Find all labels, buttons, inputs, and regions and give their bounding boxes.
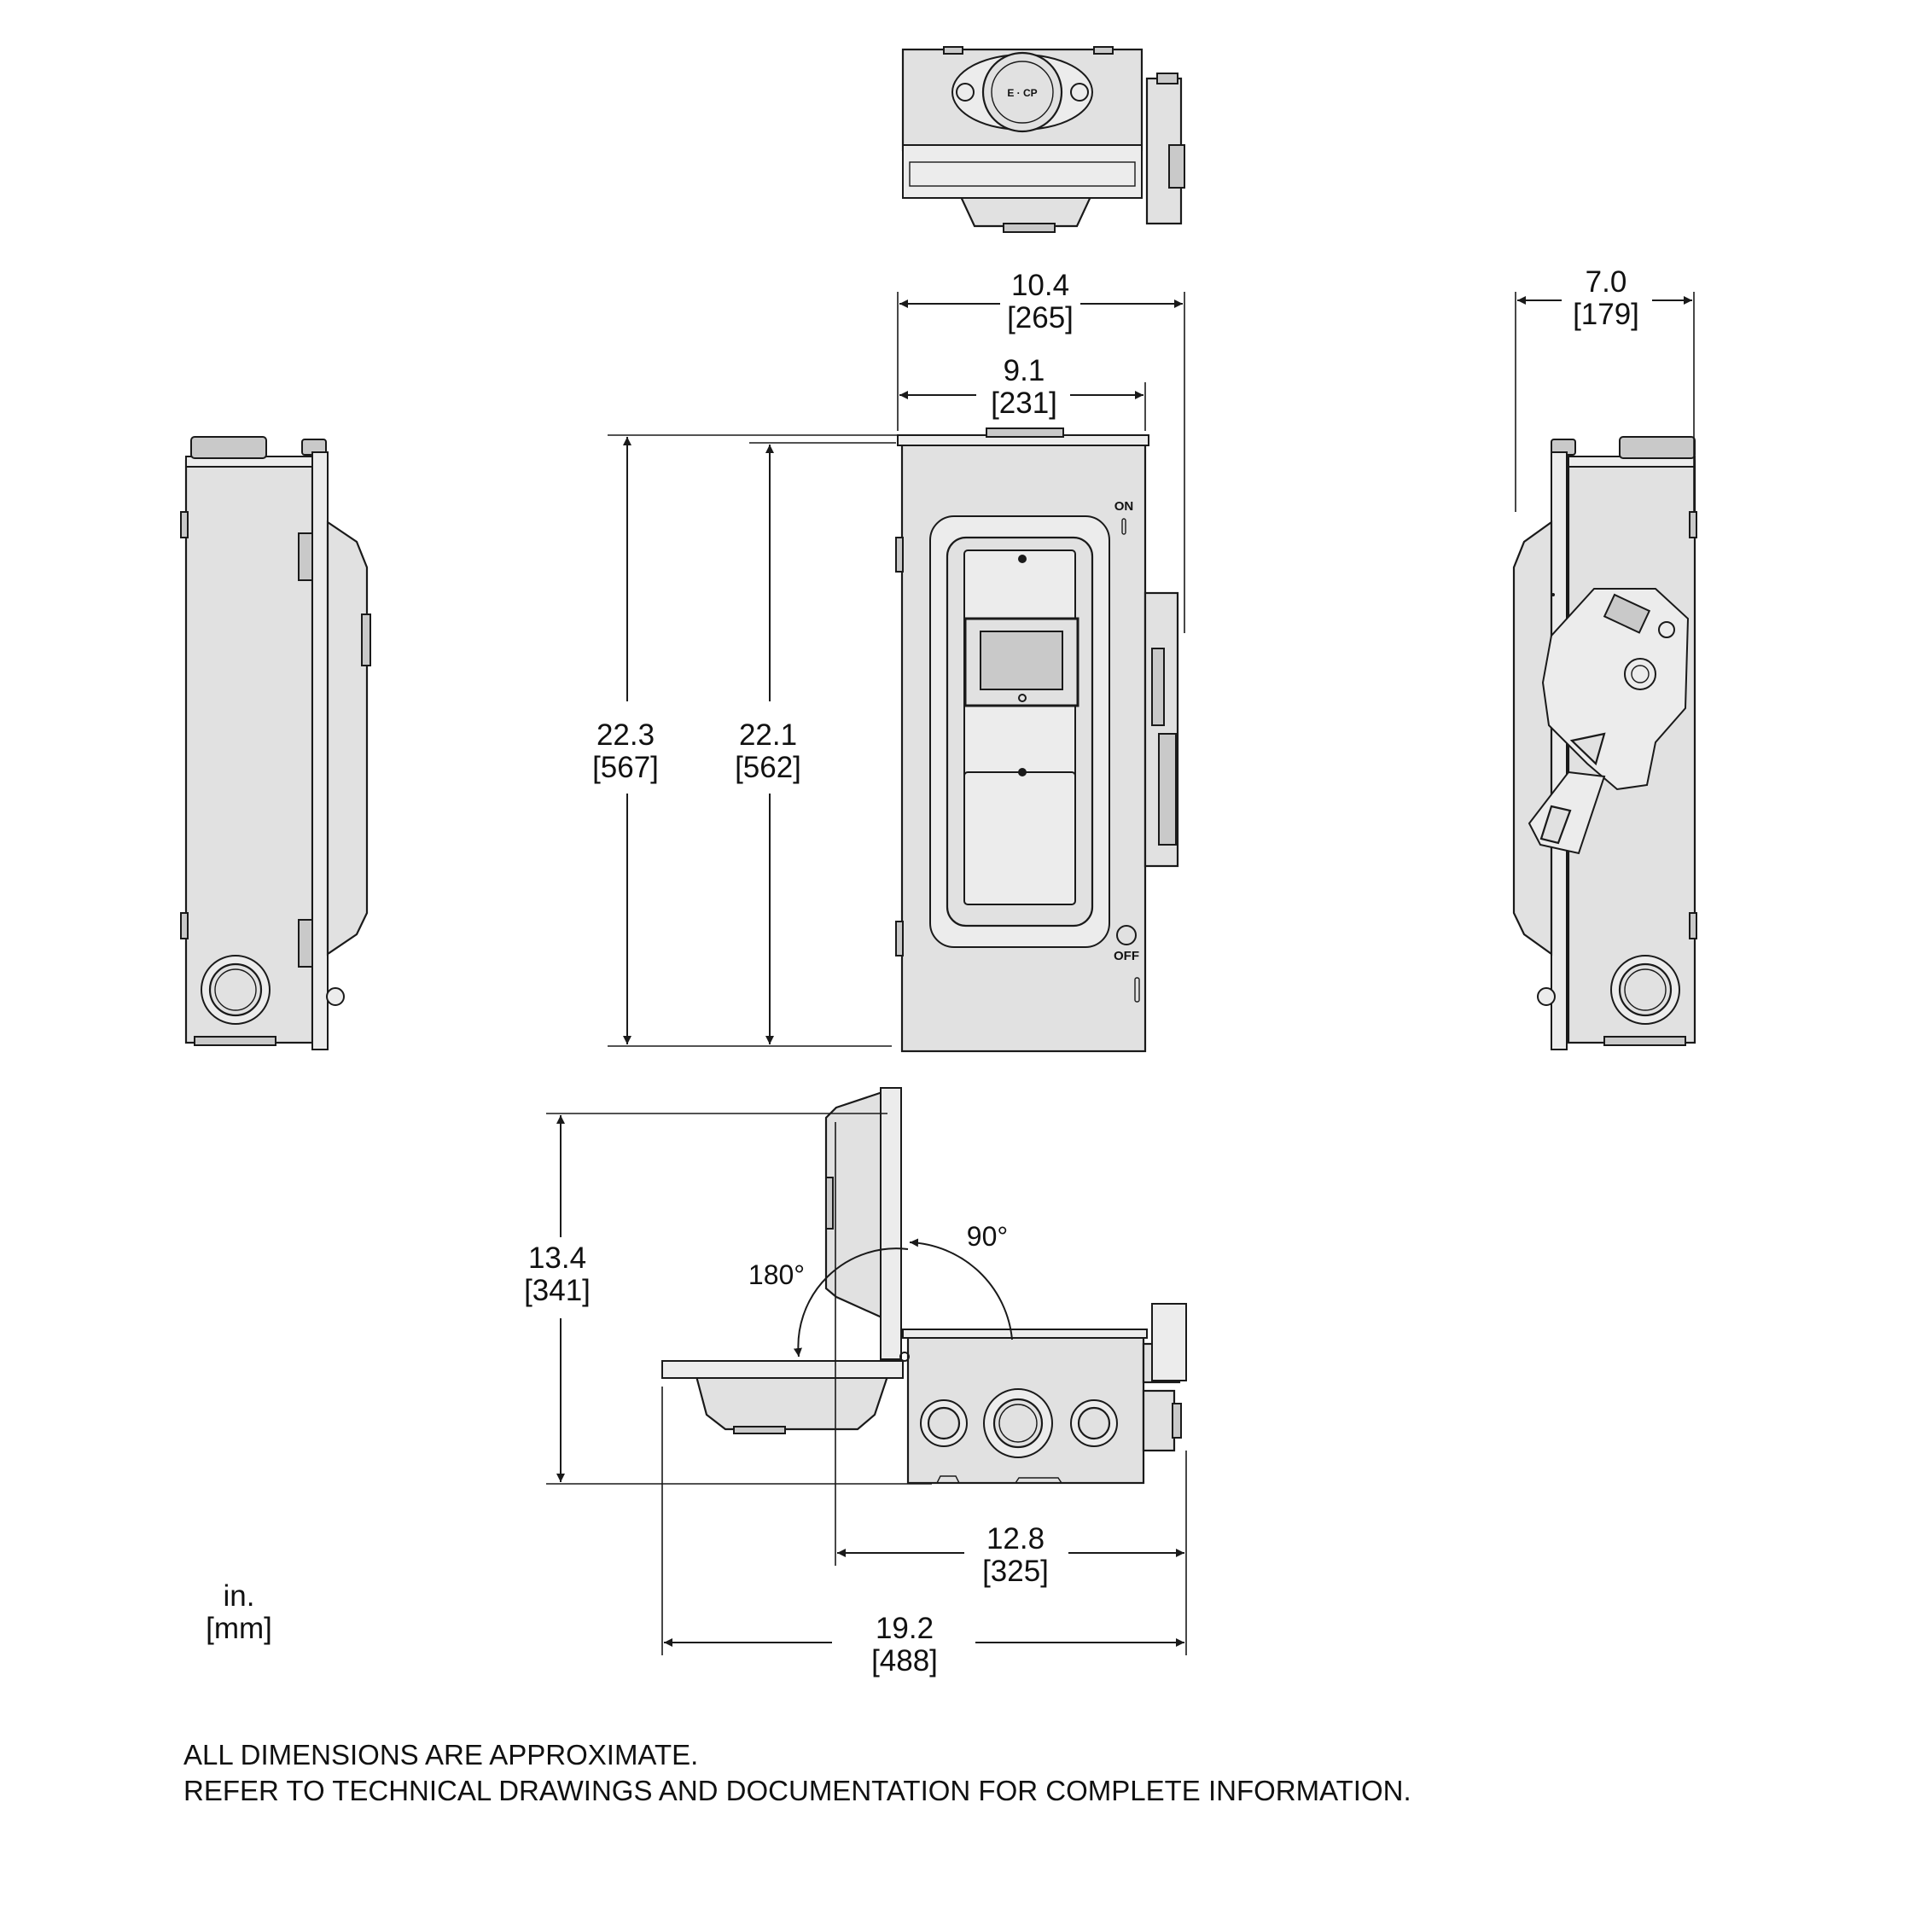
dim-overall-height-in: 22.3 [596,718,655,752]
off-indicator [1116,925,1137,945]
dim-90-depth-in: 12.8 [986,1522,1045,1555]
units-secondary: [mm] [206,1612,272,1645]
dim-depth-mm: [179] [1573,298,1639,331]
dimension-lines [546,292,1695,1655]
dim-body-width-mm: [231] [991,387,1057,420]
angle-90-label: 90° [967,1221,1008,1252]
dim-body-width-in: 9.1 [1004,354,1045,387]
note-approximate: ALL DIMENSIONS ARE APPROXIMATE. [183,1739,698,1771]
dim-overall-width-mm: [265] [1007,301,1074,334]
bottom-view: 90° 180° [661,1087,1187,1485]
dim-door-height-in: 13.4 [528,1241,586,1275]
angle-180-label: 180° [748,1259,805,1290]
operating-handle [1528,588,1690,855]
dim-body-height-mm: [562] [735,751,801,784]
notes: ALL DIMENSIONS ARE APPROXIMATE. REFER TO… [183,1739,1411,1806]
dimension-labels: 10.4 [265] 9.1 [231] 7.0 [179] 22.3 [567… [206,265,1639,1678]
front-view: ON OFF [895,427,1179,1053]
units-primary: in. [224,1579,255,1613]
dim-overall-width-in: 10.4 [1011,269,1069,302]
right-side-view [1512,436,1697,1050]
top-conduit-boss: E · CP [951,51,1093,133]
note-refer: REFER TO TECHNICAL DRAWINGS AND DOCUMENT… [183,1775,1411,1806]
dim-body-height-in: 22.1 [739,718,797,752]
dim-door-height-mm: [341] [524,1274,591,1307]
dim-90-depth-mm: [325] [982,1555,1049,1588]
dim-180-depth-mm: [488] [871,1644,938,1678]
off-label: OFF [1114,949,1139,963]
top-view: E · CP [901,46,1185,233]
left-side-view [180,436,371,1050]
dim-180-depth-in: 19.2 [876,1612,934,1645]
on-label: ON [1114,499,1134,514]
dim-overall-height-mm: [567] [592,751,659,784]
switch-handle [963,549,1079,905]
svg-text:E · CP: E · CP [1007,87,1037,99]
dim-depth-in: 7.0 [1586,265,1627,299]
